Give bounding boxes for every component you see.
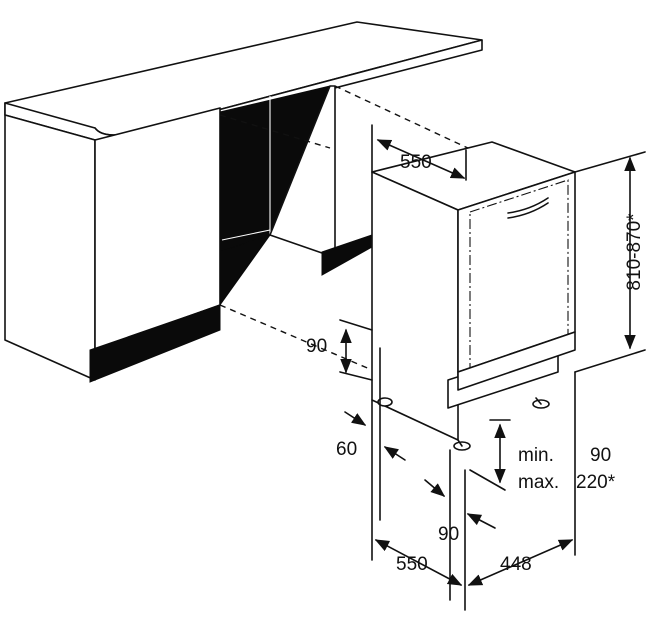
value-adjust-min: 90: [590, 445, 611, 466]
label-depth-bottom: 550: [396, 554, 428, 575]
label-plinth-height: 90: [306, 336, 327, 357]
value-adjust-max: 220*: [576, 472, 616, 493]
label-width: 448: [500, 554, 532, 575]
label-adjust-min: min.: [518, 445, 554, 466]
label-adjust-max: max.: [518, 472, 559, 493]
dishwasher: [371, 141, 576, 451]
label-front-offset: 90: [438, 524, 459, 545]
label-plinth-offset: 60: [336, 439, 357, 460]
dimension-lines: [339, 124, 646, 611]
kitchen-cabinet: [4, 21, 483, 383]
label-height-range: 810-870*: [624, 213, 645, 291]
label-depth-top: 550: [400, 152, 432, 173]
